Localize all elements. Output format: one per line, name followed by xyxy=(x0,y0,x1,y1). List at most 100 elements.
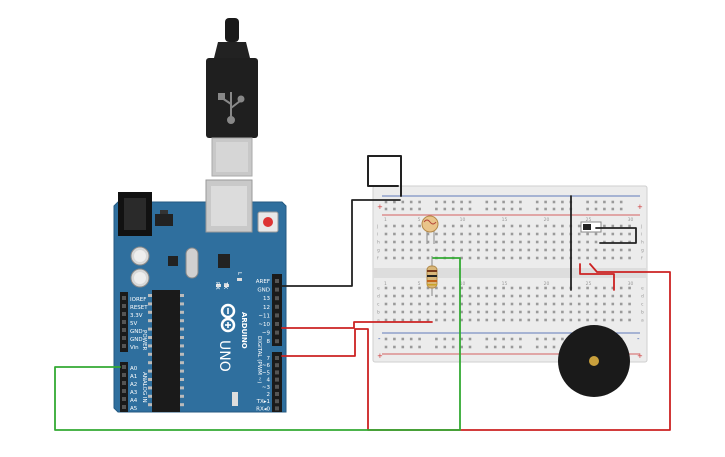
breadboard-hole[interactable] xyxy=(519,256,522,260)
header-pin[interactable] xyxy=(122,320,126,324)
breadboard-hole[interactable] xyxy=(569,294,573,298)
breadboard-hole[interactable] xyxy=(619,310,623,314)
breadboard-hole[interactable] xyxy=(611,302,615,306)
rail-hole[interactable] xyxy=(510,200,514,204)
resistor[interactable] xyxy=(426,256,438,296)
header-pin[interactable] xyxy=(275,279,279,283)
breadboard-hole[interactable] xyxy=(485,240,489,244)
wire-red-pin9[interactable] xyxy=(281,321,433,329)
breadboard-hole[interactable] xyxy=(477,318,480,322)
breadboard-hole[interactable] xyxy=(435,286,438,290)
rail-hole[interactable] xyxy=(502,200,505,204)
breadboard-hole[interactable] xyxy=(384,286,388,290)
breadboard-hole[interactable] xyxy=(527,232,531,236)
breadboard-hole[interactable] xyxy=(603,318,606,322)
wire-green-a0[interactable] xyxy=(54,257,461,431)
breadboard-hole[interactable] xyxy=(468,302,472,306)
breadboard-hole[interactable] xyxy=(519,248,522,252)
breadboard-hole[interactable] xyxy=(384,248,388,252)
breadboard-hole[interactable] xyxy=(384,240,388,244)
breadboard-hole[interactable] xyxy=(577,248,581,252)
breadboard-hole[interactable] xyxy=(451,248,455,252)
breadboard-hole[interactable] xyxy=(561,302,564,306)
breadboard-hole[interactable] xyxy=(493,240,497,244)
breadboard-hole[interactable] xyxy=(477,248,480,252)
breadboard-hole[interactable] xyxy=(384,232,388,236)
breadboard-hole[interactable] xyxy=(619,302,623,306)
rail-hole[interactable] xyxy=(468,200,472,204)
breadboard-hole[interactable] xyxy=(468,240,472,244)
breadboard-hole[interactable] xyxy=(435,240,438,244)
breadboard-hole[interactable] xyxy=(519,310,522,314)
breadboard-hole[interactable] xyxy=(468,286,472,290)
rail-hole[interactable] xyxy=(451,345,455,349)
breadboard-hole[interactable] xyxy=(460,310,463,314)
rail-hole[interactable] xyxy=(594,207,598,211)
rail-hole[interactable] xyxy=(468,207,472,211)
rail-hole[interactable] xyxy=(409,337,413,341)
breadboard-hole[interactable] xyxy=(502,294,505,298)
slide-switch[interactable] xyxy=(580,221,602,233)
breadboard-hole[interactable] xyxy=(460,256,463,260)
breadboard-hole[interactable] xyxy=(418,318,421,322)
breadboard-hole[interactable] xyxy=(443,224,447,228)
breadboard-hole[interactable] xyxy=(435,248,438,252)
breadboard-hole[interactable] xyxy=(477,224,480,228)
breadboard-hole[interactable] xyxy=(594,248,598,252)
breadboard-hole[interactable] xyxy=(451,224,455,228)
rail-hole[interactable] xyxy=(519,200,522,204)
breadboard-hole[interactable] xyxy=(603,240,606,244)
breadboard-hole[interactable] xyxy=(468,256,472,260)
breadboard-hole[interactable] xyxy=(485,318,489,322)
rail-hole[interactable] xyxy=(401,337,405,341)
breadboard-hole[interactable] xyxy=(535,318,539,322)
breadboard-hole[interactable] xyxy=(401,294,405,298)
breadboard-hole[interactable] xyxy=(485,248,489,252)
breadboard-hole[interactable] xyxy=(561,232,564,236)
breadboard-hole[interactable] xyxy=(418,240,421,244)
breadboard-hole[interactable] xyxy=(460,302,463,306)
breadboard-hole[interactable] xyxy=(451,302,455,306)
breadboard-hole[interactable] xyxy=(561,224,564,228)
breadboard-hole[interactable] xyxy=(418,310,421,314)
rail-hole[interactable] xyxy=(603,200,606,204)
header-pin[interactable] xyxy=(122,336,126,340)
breadboard-hole[interactable] xyxy=(435,232,438,236)
breadboard-hole[interactable] xyxy=(628,286,631,290)
breadboard-hole[interactable] xyxy=(628,256,631,260)
breadboard-hole[interactable] xyxy=(426,302,430,306)
breadboard-hole[interactable] xyxy=(468,294,472,298)
header-pin[interactable] xyxy=(275,322,279,326)
wire-black-top-loop[interactable] xyxy=(367,155,402,197)
breadboard-hole[interactable] xyxy=(435,310,438,314)
reset-button-cap[interactable] xyxy=(263,217,273,227)
breadboard-hole[interactable] xyxy=(611,294,615,298)
breadboard-hole[interactable] xyxy=(611,224,615,228)
breadboard-hole[interactable] xyxy=(628,232,631,236)
breadboard-hole[interactable] xyxy=(409,286,413,290)
breadboard-hole[interactable] xyxy=(586,240,589,244)
breadboard-hole[interactable] xyxy=(586,318,589,322)
rail-hole[interactable] xyxy=(544,207,547,211)
breadboard-hole[interactable] xyxy=(561,318,564,322)
breadboard-hole[interactable] xyxy=(619,286,623,290)
breadboard-hole[interactable] xyxy=(393,240,396,244)
rail-hole[interactable] xyxy=(493,337,497,341)
rail-hole[interactable] xyxy=(418,337,421,341)
breadboard-hole[interactable] xyxy=(586,302,589,306)
breadboard-hole[interactable] xyxy=(628,294,631,298)
breadboard-hole[interactable] xyxy=(611,256,615,260)
header-pin[interactable] xyxy=(122,304,126,308)
slide-switch-knob[interactable] xyxy=(583,224,591,230)
breadboard-hole[interactable] xyxy=(535,286,539,290)
breadboard-hole[interactable] xyxy=(451,240,455,244)
breadboard-hole[interactable] xyxy=(586,232,589,236)
breadboard-hole[interactable] xyxy=(535,256,539,260)
breadboard-hole[interactable] xyxy=(502,286,505,290)
header-pin[interactable] xyxy=(275,377,279,382)
breadboard-hole[interactable] xyxy=(426,248,430,252)
rail-hole[interactable] xyxy=(535,207,539,211)
breadboard-hole[interactable] xyxy=(418,302,421,306)
breadboard-hole[interactable] xyxy=(401,286,405,290)
breadboard-hole[interactable] xyxy=(603,224,606,228)
